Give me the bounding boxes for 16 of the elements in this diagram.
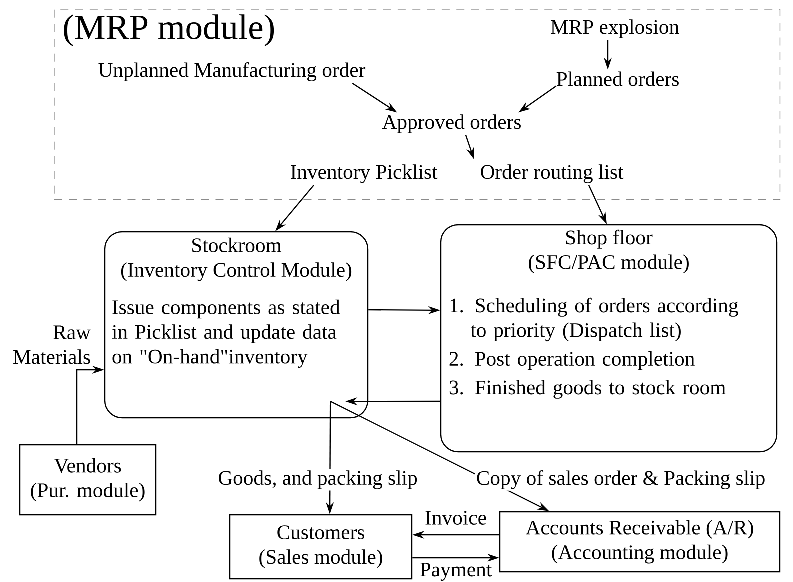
label-text: Inventory Picklist (291, 164, 438, 184)
vendors-box: Vendors (Pur. module) (19, 444, 157, 516)
stockroom-box: Stockroom (Inventory Control Module) Issue components as stated in Picklist and update data on "On-hand"inventory (104, 231, 369, 419)
customers-box: Customers (Sales module) (229, 514, 413, 580)
label-text: Order routing list (481, 164, 624, 184)
edge-label: Invoice (424, 510, 488, 526)
edge-label: Copy of sales order & Packing slip (475, 469, 767, 491)
label-text: Approved orders (382, 114, 521, 134)
edge-label: Goods, and packing slip (216, 469, 420, 491)
edge-label: Raw Materials (0, 324, 92, 366)
accounts-box: Accounts Receivable (A/R) (Accounting module) (499, 511, 781, 573)
label-text: Planned orders (556, 72, 679, 86)
label-text: MRP explosion (551, 20, 680, 38)
label-text: Unplanned Manufacturing order (98, 62, 366, 82)
edge-label: Payment (418, 562, 494, 582)
shop-floor-box: Shop floor (SFC/PAC module) 1. Scheduling of orders according to priority (Dispatch list) 2. Post operation completion 3. Finished goods to stock room (440, 224, 778, 453)
